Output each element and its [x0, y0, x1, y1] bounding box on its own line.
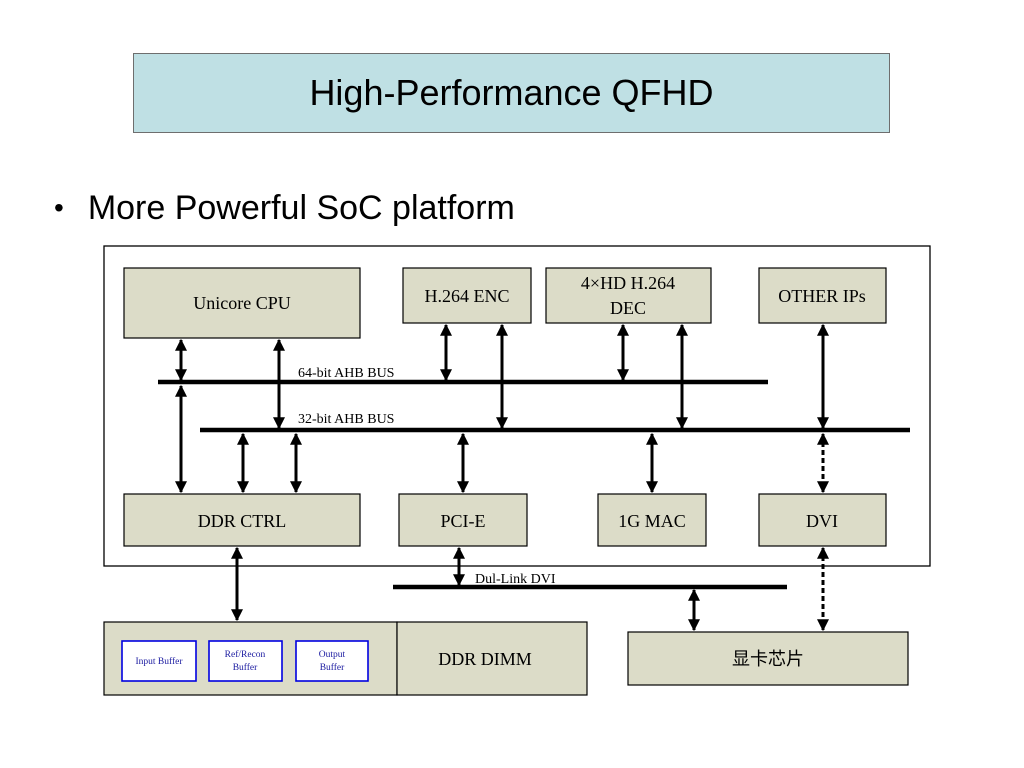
soc-frame: [103, 245, 931, 567]
block-pci-e: PCI-E: [398, 493, 528, 547]
bus-32bit-label: 32-bit AHB BUS: [298, 412, 394, 427]
block-label: OTHER IPs: [778, 286, 866, 306]
bullet-item: • More Powerful SoC platform: [54, 186, 515, 230]
block-label: Unicore CPU: [193, 293, 291, 313]
buffer-label-line2: Buffer: [320, 662, 345, 673]
block-label: H.264 ENC: [425, 286, 510, 306]
block-label: DDR DIMM: [438, 649, 532, 669]
block-label: DDR CTRL: [198, 511, 287, 531]
output-buffer: Output Buffer: [295, 640, 369, 682]
slide-title: High-Performance QFHD: [309, 72, 714, 113]
block-h264-enc: H.264 ENC: [402, 267, 532, 324]
block-dvi: DVI: [758, 493, 887, 547]
bus-64bit-label: 64-bit AHB BUS: [298, 366, 394, 381]
block-label: 1G MAC: [618, 511, 686, 531]
block-1g-mac: 1G MAC: [597, 493, 707, 547]
bullet-text: More Powerful SoC platform: [87, 188, 515, 227]
block-unicore-cpu: Unicore CPU: [123, 267, 361, 339]
block-label: 显卡芯片: [732, 649, 804, 669]
bullet-icon: •: [54, 192, 64, 223]
block-graphics-chip: 显卡芯片: [627, 631, 909, 686]
block-ddr-dimm: DDR DIMM: [396, 621, 588, 696]
block-label-line2: DEC: [610, 298, 646, 318]
title-box: High-Performance QFHD: [133, 53, 890, 133]
block-label-line1: 4×HD H.264: [581, 273, 675, 293]
block-label: PCI-E: [441, 511, 486, 531]
buffer-label-line1: Output: [319, 650, 346, 660]
buffer-label-line1: Ref/Recon: [225, 649, 266, 660]
ref-recon-buffer: Ref/Recon Buffer: [208, 640, 283, 682]
dvi-link-label: Dul-Link DVI: [475, 572, 556, 587]
block-other-ips: OTHER IPs: [758, 267, 887, 324]
buffer-label-line2: Buffer: [233, 662, 258, 673]
buffer-label: Input Buffer: [135, 656, 183, 667]
block-label: DVI: [806, 511, 838, 531]
block-ddr-ctrl: DDR CTRL: [123, 493, 361, 547]
block-h264-dec: 4×HD H.264 DEC: [545, 267, 712, 324]
input-buffer: Input Buffer: [121, 640, 197, 682]
